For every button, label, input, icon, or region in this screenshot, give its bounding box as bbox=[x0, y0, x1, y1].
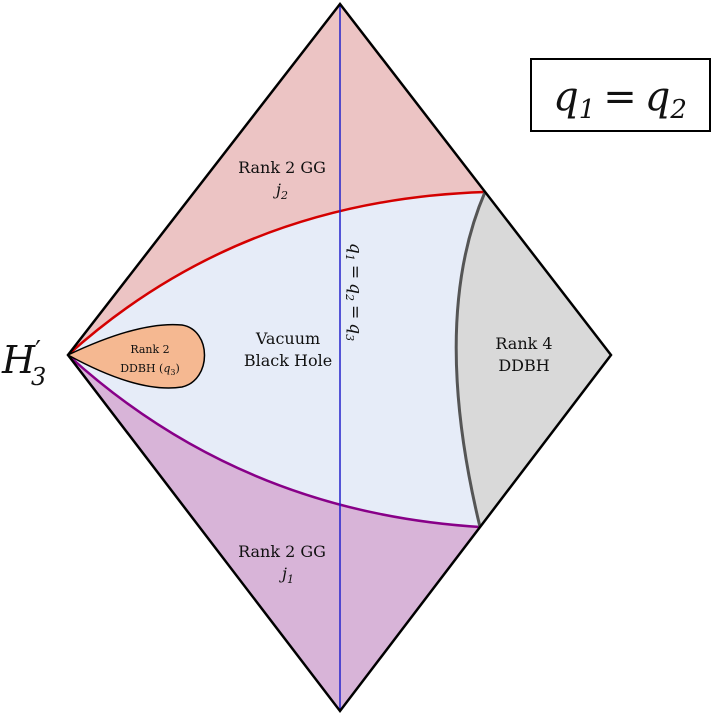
vertical-line-label: q1=q2=q3 bbox=[343, 243, 365, 341]
right-region-rank4-ddbh bbox=[456, 192, 611, 527]
bubble-region-rank2-ddbh-q3 bbox=[66, 323, 206, 389]
lower-region-rank2-gg-j1 bbox=[68, 355, 480, 711]
boxed-label-frame bbox=[530, 58, 711, 132]
right-boundary-curve bbox=[454, 191, 487, 528]
right-region-label-line1: Rank 4 bbox=[495, 334, 552, 353]
upper-boundary-curve bbox=[67, 190, 486, 356]
boxed-label-q1-equals-q2: q1=q2 bbox=[553, 74, 687, 125]
middle-region-label-line2: Black Hole bbox=[244, 351, 332, 370]
upper-region-rank2-gg-j2 bbox=[68, 4, 485, 355]
lower-boundary-curve bbox=[67, 354, 481, 529]
upper-region-variable: j2 bbox=[273, 180, 288, 202]
middle-region-vacuum-black-hole bbox=[68, 192, 485, 527]
bubble-label-line1: Rank 2 bbox=[130, 343, 169, 356]
middle-region-label-line1: Vacuum bbox=[255, 329, 320, 348]
lower-region-label: Rank 2 GG bbox=[238, 542, 326, 561]
bubble-label-line2: DDBH (q3) bbox=[120, 362, 180, 377]
upper-region-label: Rank 2 GG bbox=[238, 158, 326, 177]
corner-label-h3-prime: H′3 bbox=[1, 336, 46, 391]
diamond-outline bbox=[66, 1, 613, 714]
lower-region-variable: j1 bbox=[279, 564, 294, 586]
right-region-label-line2: DDBH bbox=[498, 356, 549, 375]
